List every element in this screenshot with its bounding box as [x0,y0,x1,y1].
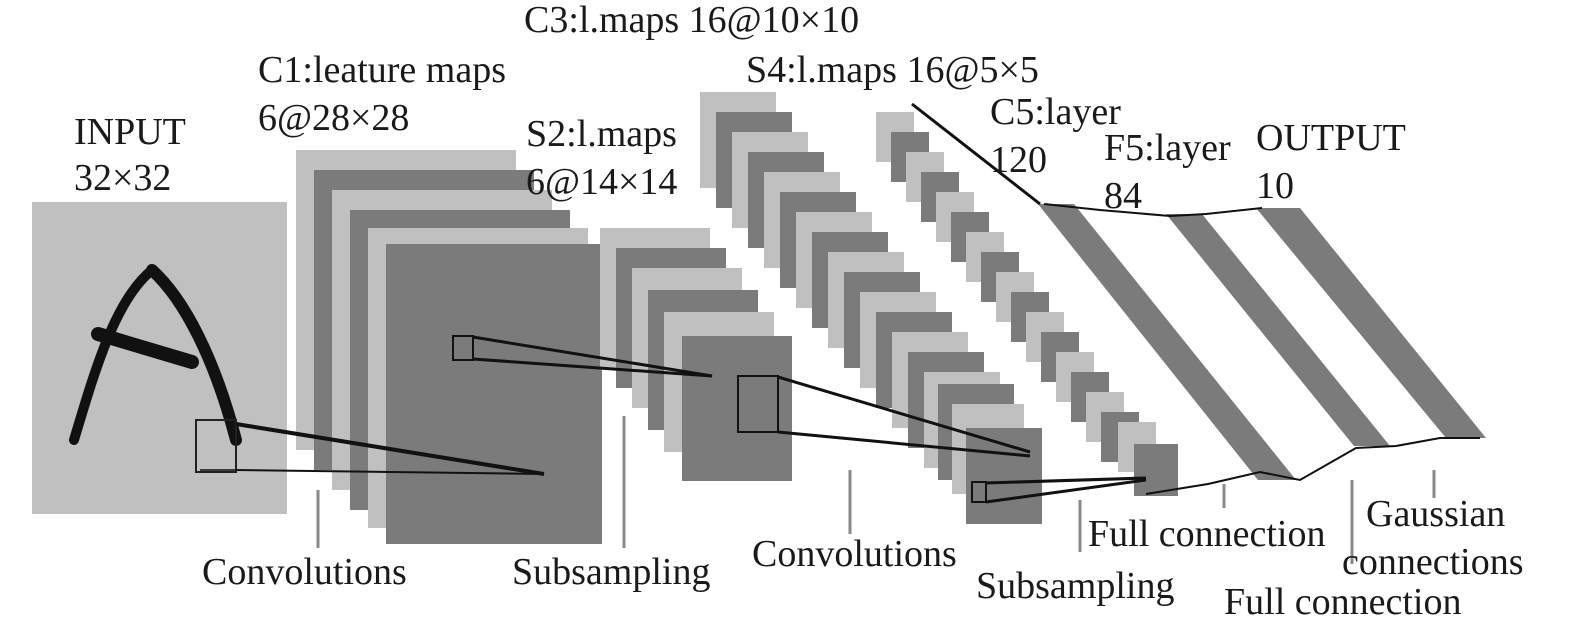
s2-size-label: 6@14×14 [526,161,677,203]
s2-title-label: S2:l.maps [526,113,677,155]
op-subsampling-2-label: Subsampling [976,565,1174,607]
layer-labels: INPUT 32×32 C1:leature maps 6@28×28 S2:l… [74,0,1406,217]
operation-labels: Convolutions Subsampling Convolutions Su… [202,493,1524,623]
f5-size-label: 84 [1104,175,1142,217]
c3-maps [700,92,1042,524]
connection-lines [200,102,1480,504]
input-size-label: 32×32 [74,157,171,199]
op-gaussian-line1-label: Gaussian [1366,493,1505,535]
c1-title-label: C1:leature maps [258,49,506,91]
f5-layer-band [1166,214,1390,446]
c3-map [966,428,1042,524]
input-layer [32,202,287,514]
c1-maps [296,150,602,544]
c1-size-label: 6@28×28 [258,97,409,139]
c5-size-label: 120 [990,139,1047,181]
c5-layer-band [1038,204,1296,480]
output-layer-band [1256,208,1486,438]
op-gaussian-line2-label: connections [1342,541,1524,583]
f5-title-label: F5:layer [1104,127,1231,169]
op-full-connection-1-label: Full connection [1088,513,1325,555]
s4-label: S4:l.maps 16@5×5 [746,49,1039,91]
input-title-label: INPUT [74,111,186,153]
c3-label: C3:l.maps 16@10×10 [524,0,859,41]
c5-title-label: C5:layer [990,91,1121,133]
op-subsampling-1-label: Subsampling [512,551,710,593]
input-receptive-field [195,419,237,473]
output-title-label: OUTPUT [1256,117,1406,159]
s2-maps [600,228,792,481]
output-size-label: 10 [1256,165,1294,207]
op-convolutions-2-label: Convolutions [752,533,957,575]
s4-maps [876,112,1178,496]
operation-ticks [316,416,1436,564]
input-glyph-a-icon [69,264,242,446]
op-convolutions-1-label: Convolutions [202,551,407,593]
op-full-connection-2-label: Full connection [1224,581,1461,623]
fully-connected-layers [1038,204,1486,480]
c1-map [386,244,602,544]
s4-map [1134,444,1178,496]
